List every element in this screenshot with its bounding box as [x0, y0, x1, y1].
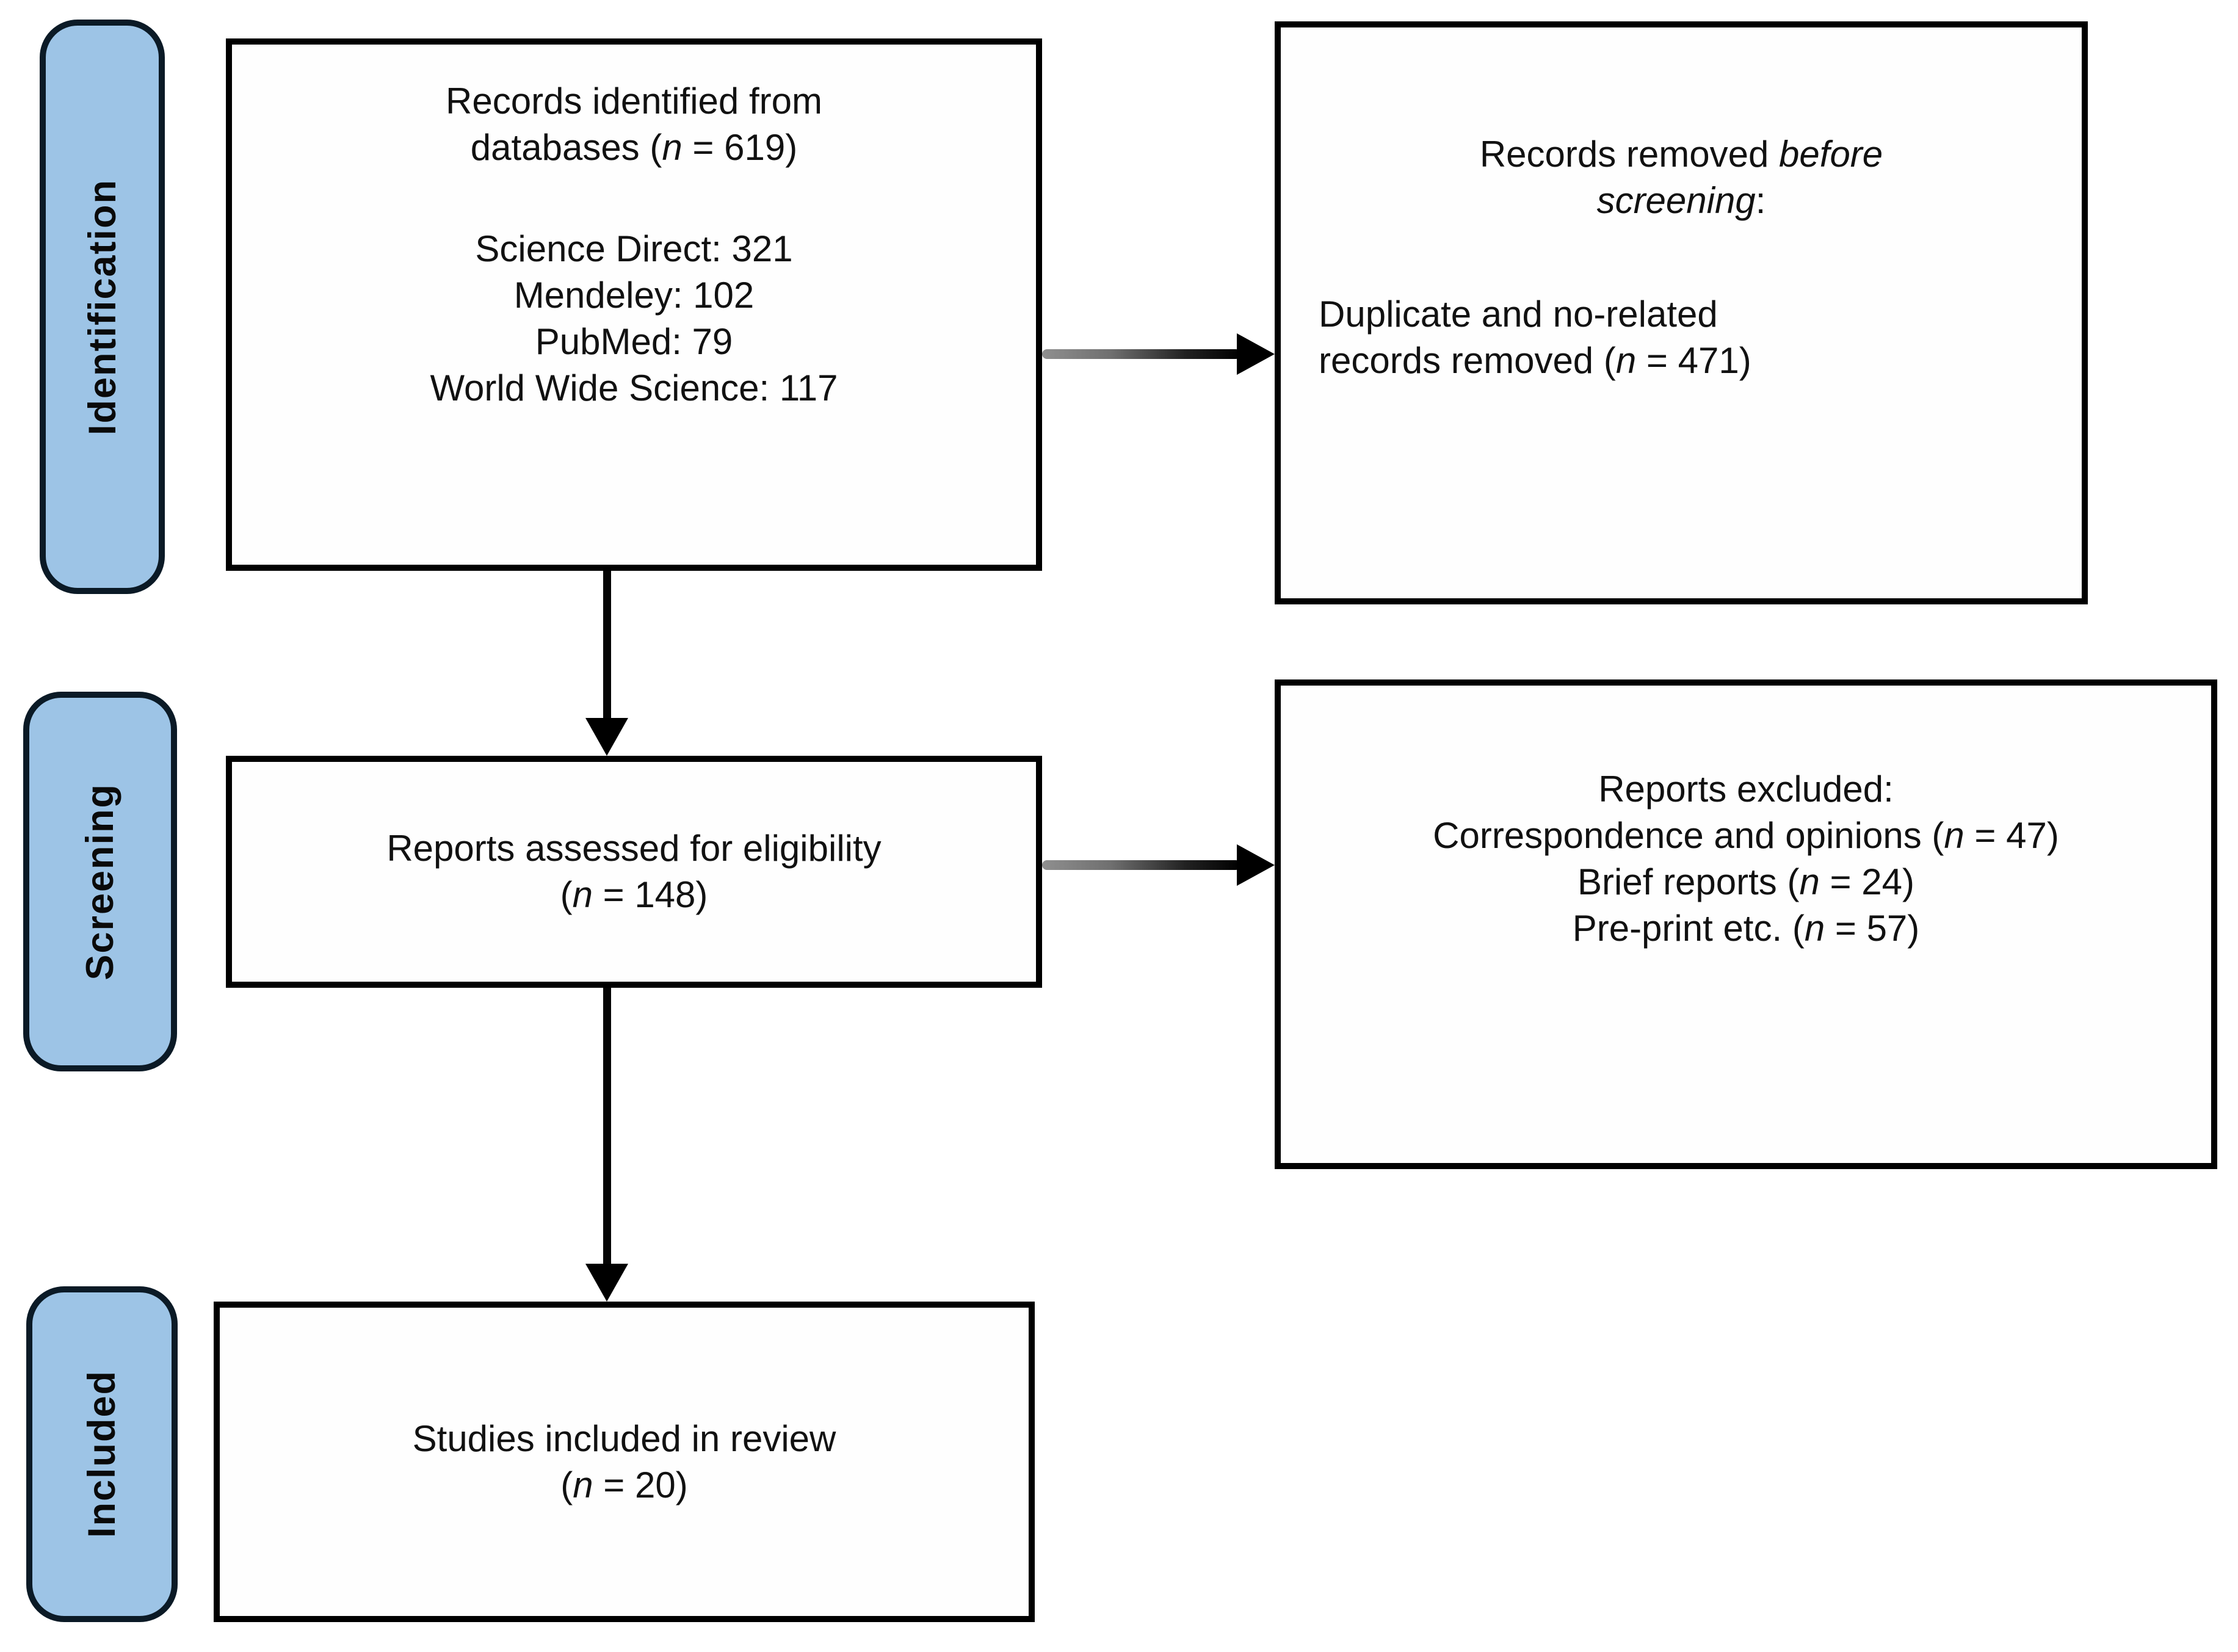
reports-assessed-text: Reports assessed for eligibility (n = 148…: [232, 825, 1036, 918]
text-line: records removed (n = 471): [1319, 340, 1751, 381]
studies-included-text: Studies included in review (n = 20): [220, 1416, 1029, 1509]
text-line: Pre-print etc. (n = 57): [1572, 908, 1920, 949]
text-line: Mendeley: 102: [513, 275, 755, 316]
text-line: Brief reports (n = 24): [1577, 861, 1914, 902]
reports-excluded-text: Reports excluded: Correspondence and opin…: [1281, 766, 2211, 952]
text-line: Records identified from: [446, 81, 822, 121]
stage-label-included: Included: [26, 1286, 178, 1622]
text-line: Science Direct: 321: [475, 228, 793, 269]
box-records-identified: Records identified from databases (n = 61…: [226, 38, 1042, 571]
box-studies-included: Studies included in review (n = 20): [214, 1302, 1035, 1622]
records-removed-title: Records removed before screening:: [1281, 131, 2082, 224]
text-line: Reports assessed for eligibility: [386, 828, 882, 869]
arrowhead-down-icon: [585, 718, 628, 756]
text-line: Correspondence and opinions (n = 47): [1433, 815, 2059, 856]
text-line: screening:: [1596, 180, 1766, 221]
arrowhead-right-icon: [1237, 333, 1275, 375]
arrow-shaft: [603, 988, 611, 1267]
text-line: Studies included in review: [412, 1418, 836, 1459]
arrowhead-down-icon: [585, 1264, 628, 1302]
arrow-shaft: [603, 571, 611, 722]
text-line: PubMed: 79: [535, 321, 733, 362]
text-line: Records removed before: [1479, 134, 1883, 175]
records-removed-detail: Duplicate and no-related records removed …: [1281, 291, 2082, 384]
text-line: (n = 148): [560, 874, 708, 915]
text-line: World Wide Science: 117: [430, 368, 838, 408]
arrow-shaft: [1042, 349, 1240, 359]
stage-label-screening-text: Screening: [79, 783, 121, 980]
text-line: databases (n = 619): [470, 127, 798, 168]
stage-label-identification: Identification: [40, 20, 165, 594]
box-records-removed-before-screening: Records removed before screening: Duplica…: [1275, 21, 2088, 604]
stage-label-screening: Screening: [23, 692, 177, 1071]
box-reports-assessed: Reports assessed for eligibility (n = 148…: [226, 756, 1042, 988]
box-reports-excluded: Reports excluded: Correspondence and opin…: [1275, 679, 2217, 1169]
stage-label-included-text: Included: [81, 1370, 123, 1538]
arrow-shaft: [1042, 860, 1240, 870]
arrowhead-right-icon: [1237, 844, 1275, 886]
text-line: (n = 20): [560, 1464, 688, 1505]
records-identified-title: Records identified from databases (n = 61…: [232, 78, 1036, 171]
stage-label-identification-text: Identification: [81, 178, 124, 435]
text-line: Duplicate and no-related: [1319, 294, 1718, 335]
text-line: Reports excluded:: [1598, 769, 1894, 810]
